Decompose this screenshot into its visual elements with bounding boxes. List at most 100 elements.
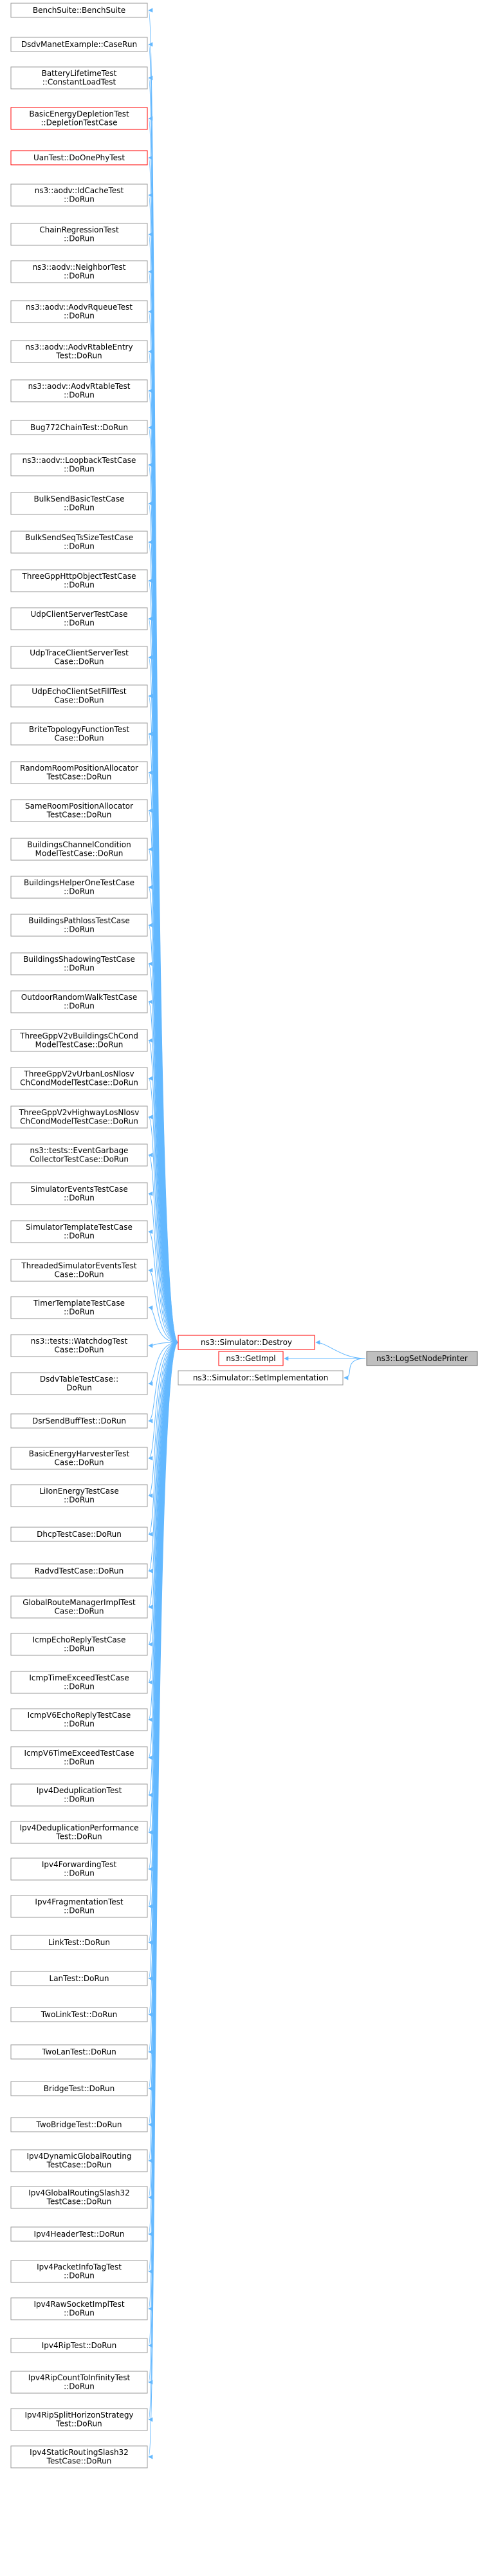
node-caller[interactable]: Ipv4RawSocketImplTest::DoRun	[10, 2297, 148, 2320]
node-box	[10, 2408, 148, 2431]
node-label: DsdvTableTestCase::	[40, 1375, 118, 1384]
node-label: ::DoRun	[64, 1194, 95, 1203]
node-destroy[interactable]: ns3::Simulator::Destroy	[178, 1335, 315, 1350]
node-caller[interactable]: DhcpTestCase::DoRun	[10, 1527, 148, 1542]
node-box	[10, 2371, 148, 2394]
node-label: ThreeGppV2vHighwayLosNlosv	[19, 1108, 140, 1117]
node-label: ::DepletionTestCase	[41, 118, 117, 127]
node-caller[interactable]: Ipv4DeduplicationTest::DoRun	[10, 1783, 148, 1807]
node-caller[interactable]: BuildingsHelperOneTestCase::DoRun	[10, 876, 148, 899]
node-box	[10, 2186, 148, 2209]
node-caller[interactable]: DsdvTableTestCase::DoRun	[10, 1372, 148, 1395]
node-caller[interactable]: ns3::aodv::AodvRqueueTest::DoRun	[10, 300, 148, 323]
node-label: Ipv4FragmentationTest	[35, 1897, 123, 1906]
node-caller[interactable]: TimerTemplateTestCase::DoRun	[10, 1296, 148, 1319]
node-caller[interactable]: ThreeGppHttpObjectTestCase::DoRun	[10, 569, 148, 592]
node-caller[interactable]: ns3::tests::EventGarbageCollectorTestCas…	[10, 1143, 148, 1167]
node-caller[interactable]: RadvdTestCase::DoRun	[10, 1563, 148, 1579]
node-caller[interactable]: LinkTest::DoRun	[10, 1935, 148, 1950]
node-box	[10, 1105, 148, 1129]
node-caller[interactable]: BulkSendSeqTsSizeTestCase::DoRun	[10, 531, 148, 554]
node-caller[interactable]: IcmpV6TimeExceedTestCase::DoRun	[10, 1746, 148, 1769]
node-label: Case::DoRun	[54, 657, 104, 666]
node-box	[10, 150, 148, 165]
node-label: CollectorTestCase::DoRun	[30, 1155, 129, 1164]
node-caller[interactable]: BatteryLifetimeTest::ConstantLoadTest	[10, 66, 148, 89]
node-caller[interactable]: Ipv4FragmentationTest::DoRun	[10, 1895, 148, 1918]
call-edge	[148, 961, 179, 1343]
node-caller[interactable]: IcmpV6EchoReplyTestCase::DoRun	[10, 1708, 148, 1731]
node-target[interactable]: ns3::LogSetNodePrinter	[366, 1351, 478, 1366]
node-getimpl[interactable]: ns3::GetImpl	[218, 1351, 284, 1366]
node-label: TestCase::DoRun	[46, 811, 112, 820]
node-caller[interactable]: BasicEnergyDepletionTest::DepletionTestC…	[10, 107, 148, 130]
node-caller[interactable]: Ipv4RipCountToInfinityTest::DoRun	[10, 2371, 148, 2394]
node-caller[interactable]: SimulatorTemplateTestCase::DoRun	[10, 1220, 148, 1243]
node-label: TwoLanTest::DoRun	[41, 2047, 116, 2056]
node-caller[interactable]: Ipv4RipTest::DoRun	[10, 2338, 148, 2353]
node-caller[interactable]: ThreeGppV2vHighwayLosNlosvChCondModelTes…	[10, 1105, 148, 1129]
node-caller[interactable]: TwoLanTest::DoRun	[10, 2044, 148, 2060]
node-caller[interactable]: ns3::aodv::IdCacheTest::DoRun	[10, 183, 148, 207]
node-caller[interactable]: ns3::aodv::NeighborTest::DoRun	[10, 260, 148, 283]
node-caller[interactable]: RandomRoomPositionAllocatorTestCase::DoR…	[10, 761, 148, 784]
node-box	[10, 952, 148, 975]
node-box	[10, 37, 148, 52]
node-label: GlobalRouteManagerImplTest	[23, 1598, 136, 1607]
node-box	[10, 260, 148, 283]
node-caller[interactable]: LiIonEnergyTestCase::DoRun	[10, 1484, 148, 1507]
node-label: SimulatorEventsTestCase	[30, 1185, 128, 1194]
node-caller[interactable]: Ipv4HeaderTest::DoRun	[10, 2226, 148, 2242]
node-caller[interactable]: BulkSendBasicTestCase::DoRun	[10, 492, 148, 515]
node-caller[interactable]: Ipv4ForwardingTest::DoRun	[10, 1857, 148, 1881]
node-box	[10, 1895, 148, 1918]
node-box	[10, 3, 148, 18]
node-caller[interactable]: ThreeGppV2vBuildingsChCondModelTestCase:…	[10, 1029, 148, 1052]
node-caller[interactable]: BuildingsChannelConditionModelTestCase::…	[10, 838, 148, 861]
node-caller[interactable]: ns3::aodv::AodvRtableTest::DoRun	[10, 379, 148, 402]
node-caller[interactable]: TwoLinkTest::DoRun	[10, 2007, 148, 2022]
node-caller[interactable]: ChainRegressionTest::DoRun	[10, 223, 148, 246]
node-caller[interactable]: BenchSuite::BenchSuite	[10, 3, 148, 18]
node-caller[interactable]: DsrSendBuffTest::DoRun	[10, 1413, 148, 1429]
node-caller[interactable]: ns3::aodv::LoopbackTestCase::DoRun	[10, 453, 148, 476]
node-caller[interactable]: UdpClientServerTestCase::DoRun	[10, 607, 148, 630]
node-caller[interactable]: BuildingsShadowingTestCase::DoRun	[10, 952, 148, 975]
node-label: OutdoorRandomWalkTestCase	[21, 993, 137, 1002]
node-caller[interactable]: SimulatorEventsTestCase::DoRun	[10, 1182, 148, 1205]
node-label: ThreeGppV2vBuildingsChCond	[19, 1031, 138, 1040]
node-caller[interactable]: DsdvManetExample::CaseRun	[10, 37, 148, 52]
node-label: ::DoRun	[64, 1496, 95, 1505]
node-caller[interactable]: IcmpTimeExceedTestCase::DoRun	[10, 1671, 148, 1694]
node-label: ::ConstantLoadTest	[42, 78, 116, 87]
node-caller[interactable]: ThreeGppV2vUrbanLosNlosvChCondModelTestC…	[10, 1067, 148, 1090]
node-caller[interactable]: BuildingsPathlossTestCase::DoRun	[10, 914, 148, 937]
node-caller[interactable]: Bug772ChainTest::DoRun	[10, 420, 148, 435]
node-caller[interactable]: IcmpEchoReplyTestCase::DoRun	[10, 1633, 148, 1656]
node-caller[interactable]: LanTest::DoRun	[10, 1971, 148, 1986]
node-box	[10, 1334, 148, 1357]
node-caller[interactable]: OutdoorRandomWalkTestCase::DoRun	[10, 990, 148, 1013]
node-caller[interactable]: Ipv4PacketInfoTagTest::DoRun	[10, 2260, 148, 2283]
node-label: LiIonEnergyTestCase	[39, 1487, 119, 1496]
node-caller[interactable]: BridgeTest::DoRun	[10, 2081, 148, 2096]
node-caller[interactable]: UanTest::DoOnePhyTest	[10, 150, 148, 165]
node-label: ::DoRun	[64, 195, 95, 204]
node-caller[interactable]: TwoBridgeTest::DoRun	[10, 2117, 148, 2132]
call-edge	[148, 1305, 179, 1343]
node-setimpl[interactable]: ns3::Simulator::SetImplementation	[178, 1370, 344, 1386]
